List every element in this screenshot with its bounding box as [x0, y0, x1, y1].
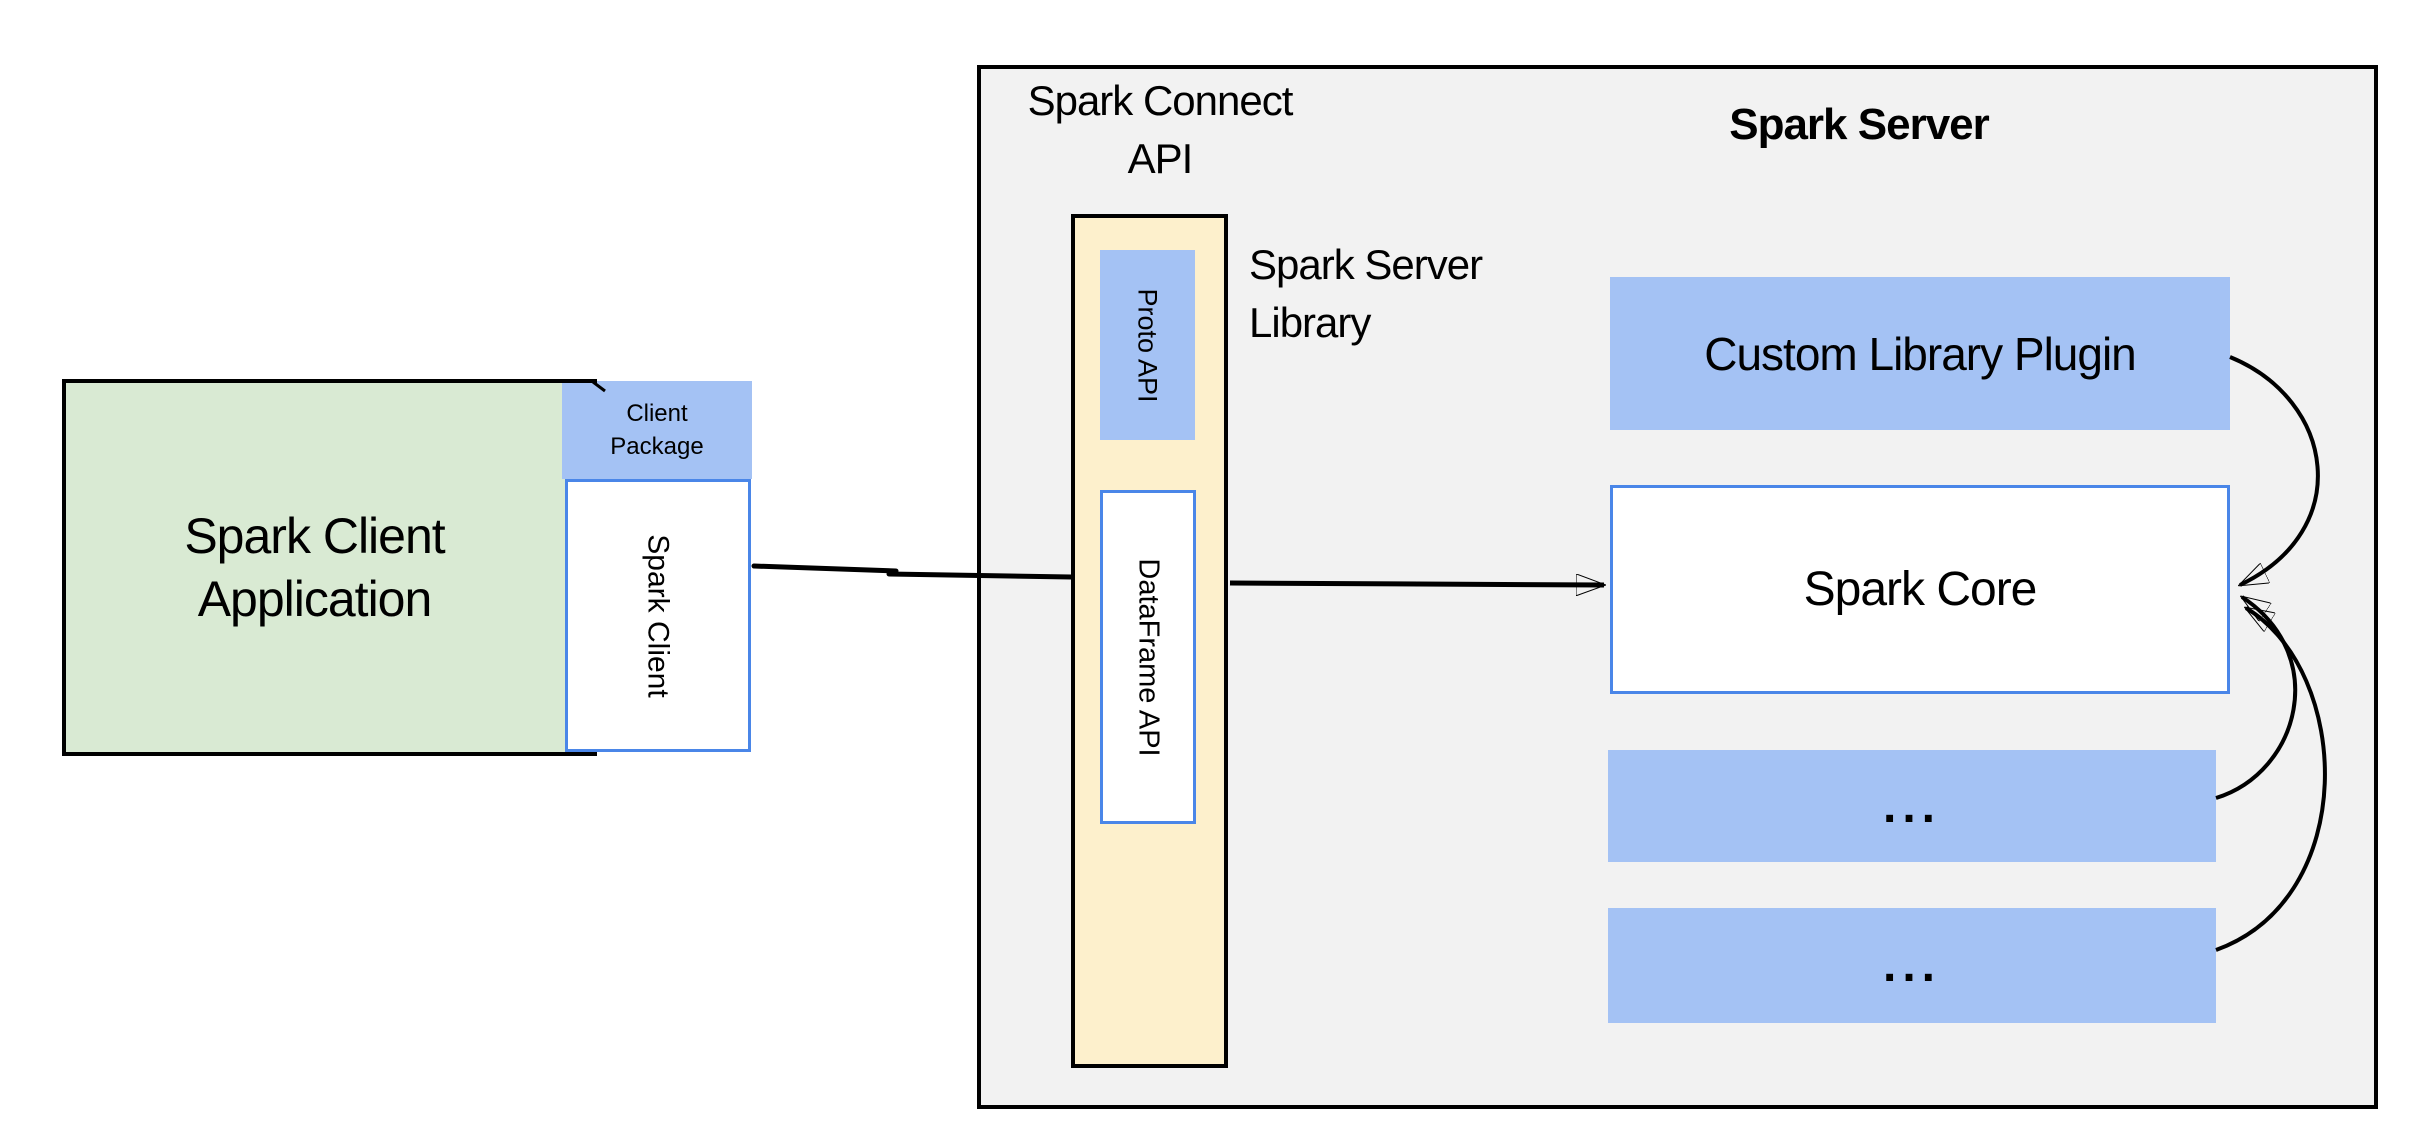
proto-api-box: Proto API [1100, 250, 1195, 440]
dataframe-api-box: DataFrame API [1100, 490, 1196, 824]
client-package-label: Client Package [610, 400, 704, 460]
proto-api-label: Proto API [1133, 287, 1164, 403]
plugin-placeholder-top-label: ... [1882, 779, 1941, 833]
spark-server-library-title: Spark Server Library [1249, 241, 1483, 346]
arrow-spark-client-to-connect-api-a [751, 563, 899, 574]
spark-client-label: Spark Client [642, 533, 675, 698]
spark-server-title: Spark Server [1729, 100, 1990, 149]
spark-client-label-wrap: Spark Client [568, 482, 748, 749]
spark-core-box: Spark Core [1610, 485, 2230, 694]
plugin-placeholder-box-bottom: ... [1608, 908, 2216, 1023]
proto-api-label-wrap: Proto API [1100, 250, 1195, 440]
spark-client-application-box: Spark Client Application [62, 379, 597, 756]
dataframe-api-label-wrap: DataFrame API [1103, 493, 1193, 821]
spark-client-application-label: Spark Client Application [184, 507, 445, 627]
client-package-box: Client Package [562, 381, 752, 479]
spark-connect-api-title: Spark Connect API [1027, 77, 1294, 182]
spark-client-box: Spark Client [565, 479, 751, 752]
plugin-placeholder-box-top: ... [1608, 750, 2216, 862]
plugin-placeholder-bottom-label: ... [1882, 939, 1941, 992]
dataframe-api-label: DataFrame API [1132, 557, 1165, 757]
custom-library-plugin-label: Custom Library Plugin [1704, 327, 2137, 380]
spark-core-label: Spark Core [1803, 563, 2038, 616]
custom-library-plugin-box: Custom Library Plugin [1610, 277, 2230, 430]
